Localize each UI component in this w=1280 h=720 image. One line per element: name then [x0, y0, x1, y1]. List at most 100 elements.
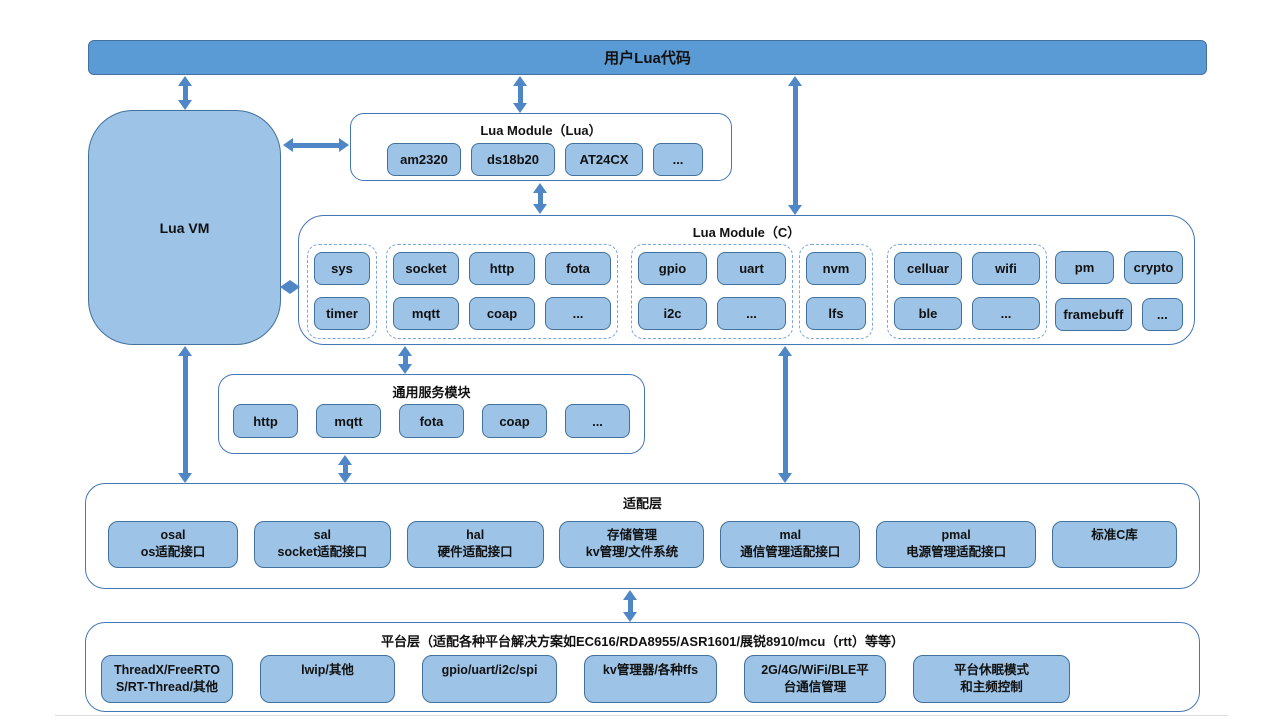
- adaptation-layer-title: 适配层: [622, 496, 662, 511]
- module-group-core: sys timer: [307, 244, 377, 339]
- adaptation-box-sal: sal socket适配接口: [253, 521, 391, 568]
- lua-vm-label: Lua VM: [159, 219, 210, 236]
- module-chip: sys: [314, 252, 370, 285]
- adaptation-layer-panel: 适配层 osal os适配接口 sal socket适配接口 hal 硬件适配接…: [85, 483, 1200, 589]
- module-chip: lfs: [806, 297, 866, 330]
- platform-layer-panel: 平台层（适配各种平台解决方案如EC616/RDA8955/ASR1601/展锐8…: [85, 622, 1200, 712]
- module-chip: http: [469, 252, 535, 285]
- arrow-userlua-modulelua: [513, 76, 527, 113]
- module-chip: ...: [717, 297, 786, 330]
- common-services-panel: 通用服务模块 http mqtt fota coap ...: [218, 374, 645, 454]
- module-chip: ...: [653, 143, 703, 176]
- module-chip: fota: [545, 252, 611, 285]
- platform-layer-title: 平台层（适配各种平台解决方案如EC616/RDA8955/ASR1601/展锐8…: [380, 634, 904, 649]
- lua-vm-box: Lua VM: [88, 110, 281, 345]
- box-line: 电源管理适配接口: [906, 544, 1007, 559]
- box-line: 通信管理适配接口: [740, 544, 841, 559]
- box-line: socket适配接口: [277, 544, 368, 559]
- adaptation-boxes: osal os适配接口 sal socket适配接口 hal 硬件适配接口 存储…: [108, 521, 1177, 568]
- module-chip: gpio: [638, 252, 707, 285]
- lua-module-lua-title: Lua Module（Lua）: [480, 123, 602, 138]
- adaptation-box-hal: hal 硬件适配接口: [406, 521, 544, 568]
- platform-box-sleep: 平台休眠模式 和主频控制: [913, 655, 1070, 703]
- box-line: 和主频控制: [960, 679, 1023, 694]
- adaptation-box-mal: mal 通信管理适配接口: [720, 521, 861, 568]
- box-line: gpio/uart/i2c/spi: [441, 663, 538, 677]
- platform-box-lwip: lwip/其他: [260, 655, 395, 703]
- module-chip: nvm: [806, 252, 866, 285]
- platform-box-rtos: ThreadX/FreeRTO S/RT-Thread/其他: [101, 655, 233, 703]
- box-line: 标准C库: [1091, 528, 1138, 542]
- box-line: lwip/其他: [301, 663, 354, 677]
- service-chip: http: [233, 404, 298, 438]
- lua-module-c-panel: Lua Module（C） sys timer socket http fota…: [298, 215, 1195, 345]
- module-chip: pm: [1055, 251, 1114, 284]
- module-chip: ...: [972, 297, 1040, 330]
- box-line: 存储管理: [606, 528, 657, 542]
- arrow-luavm-modulec: [280, 280, 300, 294]
- user-lua-code-bar: 用户Lua代码: [88, 40, 1207, 75]
- arrow-adaptation-platform: [623, 590, 637, 622]
- platform-box-gpio: gpio/uart/i2c/spi: [422, 655, 557, 703]
- arrow-userlua-luavm: [178, 76, 192, 110]
- box-line: mal: [779, 528, 802, 542]
- service-chip: mqtt: [316, 404, 381, 438]
- slide-bottom-edge: [55, 715, 1228, 716]
- common-services-chips: http mqtt fota coap ...: [233, 404, 630, 438]
- common-services-title: 通用服务模块: [392, 385, 471, 400]
- box-line: kv管理/文件系统: [585, 544, 679, 559]
- module-chip: ...: [545, 297, 611, 330]
- platform-boxes: ThreadX/FreeRTO S/RT-Thread/其他 lwip/其他 g…: [101, 655, 1070, 703]
- module-chip: uart: [717, 252, 786, 285]
- service-chip: ...: [565, 404, 630, 438]
- module-chip: ...: [1141, 298, 1183, 331]
- module-chip: crypto: [1124, 251, 1183, 284]
- platform-box-comm: 2G/4G/WiFi/BLE平 台通信管理: [744, 655, 886, 703]
- service-chip: fota: [399, 404, 464, 438]
- service-chip: coap: [482, 404, 547, 438]
- adaptation-box-stdc: 标准C库: [1051, 521, 1177, 568]
- module-group-misc: pm crypto framebuff ...: [1049, 244, 1189, 339]
- module-chip: i2c: [638, 297, 707, 330]
- arrow-services-adaptation: [338, 455, 352, 483]
- module-group-wireless: celluar wifi ble ...: [887, 244, 1047, 339]
- module-chip: socket: [393, 252, 459, 285]
- module-chip: ble: [894, 297, 962, 330]
- box-line: kv管理器/各种ffs: [602, 663, 699, 677]
- box-line: hal: [466, 528, 485, 542]
- box-line: ThreadX/FreeRTO: [113, 663, 221, 677]
- user-lua-code-label: 用户Lua代码: [604, 50, 691, 67]
- arrow-modulelua-modulec: [533, 183, 547, 214]
- lua-module-c-title: Lua Module（C）: [692, 225, 801, 240]
- box-line: osal: [160, 528, 186, 542]
- lua-module-lua-panel: Lua Module（Lua） am2320 ds18b20 AT24CX ..…: [350, 113, 732, 181]
- module-chip: ds18b20: [471, 143, 555, 176]
- module-chip: AT24CX: [565, 143, 643, 176]
- box-line: 2G/4G/WiFi/BLE平: [761, 663, 869, 677]
- box-line: os适配接口: [140, 544, 206, 559]
- adaptation-box-pmal: pmal 电源管理适配接口: [876, 521, 1037, 568]
- platform-box-kv: kv管理器/各种ffs: [584, 655, 717, 703]
- module-chip: coap: [469, 297, 535, 330]
- module-chip: mqtt: [393, 297, 459, 330]
- adaptation-box-osal: osal os适配接口: [108, 521, 238, 568]
- module-group-storage: nvm lfs: [799, 244, 873, 339]
- box-line: 平台休眠模式: [953, 663, 1029, 677]
- adaptation-box-storage: 存储管理 kv管理/文件系统: [559, 521, 705, 568]
- lua-module-lua-chips: am2320 ds18b20 AT24CX ...: [387, 143, 703, 176]
- module-chip: wifi: [972, 252, 1040, 285]
- module-chip: framebuff: [1055, 298, 1132, 331]
- arrow-modulec-adaptation: [778, 346, 792, 483]
- arrow-modulec-services: [398, 346, 412, 374]
- arrow-userlua-modulec: [788, 76, 802, 215]
- module-chip: timer: [314, 297, 370, 330]
- box-line: pmal: [941, 528, 971, 542]
- box-line: 硬件适配接口: [437, 544, 513, 559]
- arrow-luavm-adaptation: [178, 346, 192, 483]
- module-chip: celluar: [894, 252, 962, 285]
- box-line: 台通信管理: [783, 679, 847, 694]
- module-chip: am2320: [387, 143, 461, 176]
- module-group-network: socket http fota mqtt coap ...: [386, 244, 618, 339]
- module-group-peripheral: gpio uart i2c ...: [631, 244, 793, 339]
